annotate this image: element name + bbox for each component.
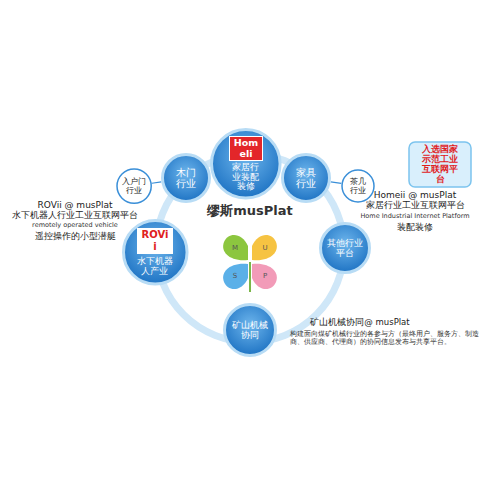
clover-letter: S [228, 272, 242, 280]
connector-line [331, 182, 341, 184]
platform-title: 缪斯musPlat [190, 204, 310, 219]
node-content: Homeli家居行业装配装修 [229, 136, 263, 192]
node-label: 木门行业 [176, 167, 196, 190]
clover-letter: P [258, 272, 272, 280]
node-content: 茶几行业 [350, 177, 366, 195]
industry-circle: 其他行业平台 [319, 222, 371, 274]
brand-logo: ROVii [137, 228, 173, 254]
node-content: 木门行业 [176, 167, 196, 190]
node-content: ROVii水下机器人产业 [137, 228, 173, 277]
award-badge: 入选国家示范工业互联网平台 [408, 141, 472, 188]
platform-desc-en: Home Industrial Internet Platform [345, 213, 485, 220]
node-label: 家具行业 [296, 167, 316, 190]
node-label: 茶几行业 [350, 177, 366, 195]
platform-name: Homeii @ musPlat [345, 190, 485, 200]
node-label: 其他行业平台 [327, 238, 363, 259]
node-label: 水下机器人产业 [137, 256, 173, 277]
node-content: 家具行业 [296, 167, 316, 190]
platform-name: 矿山机械协同@ musPlat [290, 318, 430, 328]
platform-desc: 装配装修 [345, 222, 485, 232]
industry-circle: Homeli家居行业装配装修 [210, 128, 282, 200]
node-label: 入户门行业 [122, 177, 146, 195]
node-label: 入选国家示范工业互联网平台 [419, 145, 462, 184]
node-content: 其他行业平台 [327, 238, 363, 259]
platform-desc: 遥控操作的小型潜艇 [10, 231, 140, 241]
clover-logo [223, 235, 277, 292]
industry-circle: 木门行业 [161, 153, 211, 203]
platform-desc: 家居行业工业互联网平台 [345, 201, 485, 211]
clover-letter: U [258, 244, 272, 252]
platform-name: ROVii @ musPlat [10, 200, 140, 210]
industry-circle: 家具行业 [281, 153, 331, 203]
platform-desc-en: remotely operated vehicle [10, 222, 140, 229]
industry-circle: ROVii水下机器人产业 [122, 219, 189, 286]
industry-circle: 入户门行业 [116, 168, 152, 204]
platform-desc: 构建面向煤矿机械行业的各参与方（最终用户、服务方、制造商、供应商、代理商）的协同… [290, 330, 488, 346]
node-label: 矿山机械协同 [232, 320, 268, 341]
industry-circle: 茶几行业 [341, 169, 375, 203]
node-label: 家居行业装配装修 [229, 163, 263, 192]
platform-desc: 水下机器人行业工业互联网平台 [10, 211, 140, 221]
node-content: 入户门行业 [122, 177, 146, 195]
industry-circle: 矿山机械协同 [223, 303, 277, 357]
connector-line [152, 182, 161, 183]
node-content: 入选国家示范工业互联网平台 [419, 145, 462, 184]
node-content: 矿山机械协同 [232, 320, 268, 341]
clover-letter: M [228, 244, 242, 252]
brand-logo: Homeli [229, 136, 263, 161]
